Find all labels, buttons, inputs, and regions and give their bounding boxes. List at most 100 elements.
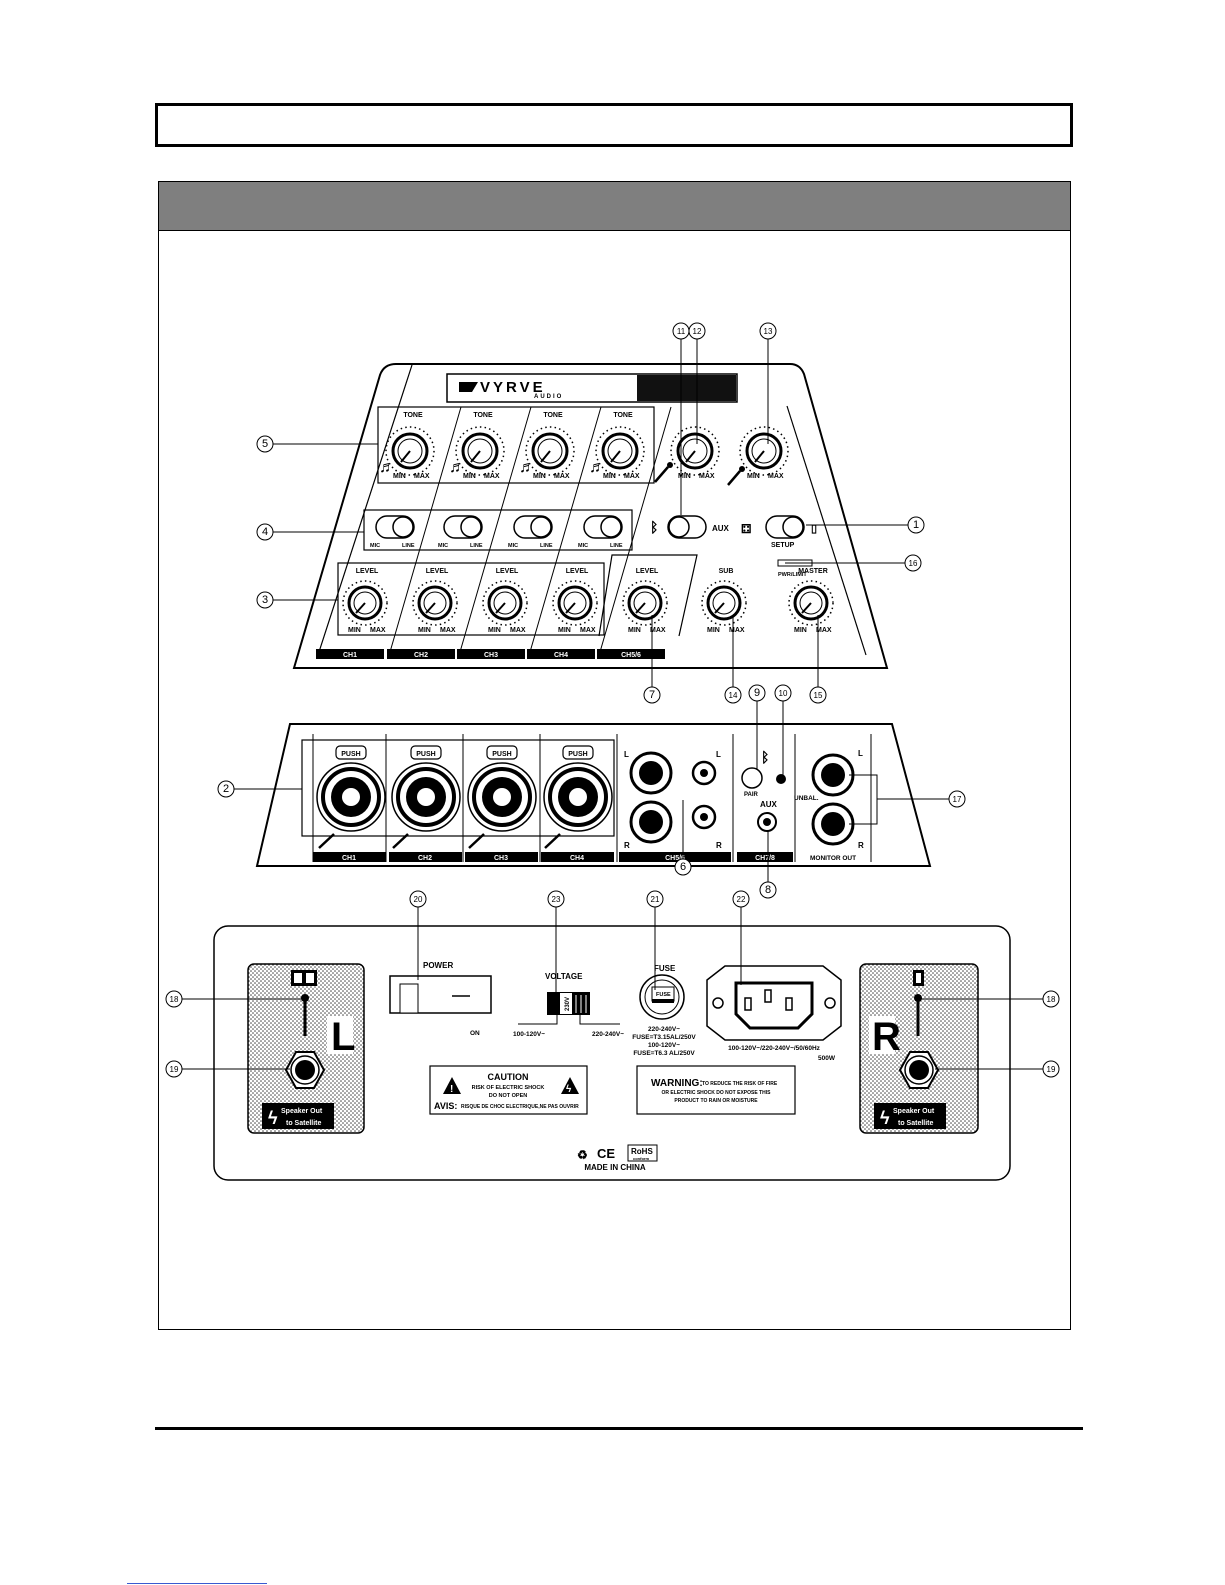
rca-input-r[interactable] [691, 804, 717, 830]
combo-input-ch3[interactable]: PUSH [467, 745, 537, 849]
svg-text:RISQUE DE CHOC ELECTRIQUE,NE P: RISQUE DE CHOC ELECTRIQUE,NE PAS OUVRIR [461, 1104, 579, 1110]
fuse-holder[interactable]: FUSE [639, 974, 685, 1020]
svg-text:100-120V~/220-240V~/50/60Hz: 100-120V~/220-240V~/50/60Hz [728, 1045, 821, 1052]
svg-text:MIN: MIN [393, 473, 406, 480]
svg-text:MIC: MIC [508, 543, 518, 549]
svg-text:8: 8 [765, 884, 771, 896]
callout-12 [688, 322, 706, 340]
svg-text:CH5/6: CH5/6 [665, 855, 685, 862]
callout-13 [759, 322, 777, 340]
tone-knob-ch1[interactable]: TONE MIN MAX ♬ [379, 412, 435, 480]
svg-text:PUSH: PUSH [568, 751, 587, 758]
bluetooth-icon: ᛒ [650, 519, 658, 535]
svg-text:ON: ON [470, 1030, 480, 1037]
svg-text:R: R [872, 1015, 901, 1059]
pwr-limit-label: PWR/LIMIT [778, 572, 807, 578]
svg-text:PAIR: PAIR [744, 792, 759, 798]
svg-text:MIN: MIN [558, 627, 571, 634]
svg-text:AVIS:: AVIS: [434, 1101, 457, 1111]
monitor-out-jack-l[interactable] [811, 753, 855, 797]
channel-labels-inputs: CH1 CH2 CH3 CH4 CH5/6 CH7/8 [313, 852, 793, 862]
svg-text:LEVEL: LEVEL [566, 568, 589, 575]
svg-text:100-120V~: 100-120V~ [648, 1042, 680, 1049]
callout-2 [217, 780, 235, 798]
level-knob-ch4[interactable]: LEVEL MIN MAX [552, 568, 598, 634]
combo-input-ch4[interactable]: PUSH [543, 745, 613, 849]
rca-input-l[interactable] [691, 760, 717, 786]
speaker-out-left: L ϟ Speaker Out to Satellite [247, 963, 365, 1134]
callout-1 [907, 516, 925, 534]
svg-text:10: 10 [779, 689, 788, 698]
callout-numbers: 1 2 3 4 5 6 7 8 9 10 11 12 13 14 15 16 1… [170, 327, 1056, 1074]
svg-text:CH3: CH3 [484, 652, 498, 659]
svg-text:18: 18 [1047, 995, 1056, 1004]
mic-line-switch-ch4[interactable]: MIC LINE [578, 515, 623, 549]
ac-power-inlet[interactable] [706, 965, 842, 1041]
svg-text:MIN: MIN [678, 473, 691, 480]
svg-text:MIC: MIC [578, 543, 588, 549]
svg-text:OR ELECTRIC SHOCK DO NOT EXPOS: OR ELECTRIC SHOCK DO NOT EXPOSE THIS [662, 1090, 772, 1096]
level-knob-ch3[interactable]: LEVEL MIN MAX [482, 568, 528, 634]
svg-text:LINE: LINE [402, 543, 415, 549]
ce-mark: CE [597, 1146, 615, 1161]
level-knob-ch2[interactable]: LEVEL MIN MAX [412, 568, 458, 634]
svg-text:CH2: CH2 [414, 652, 428, 659]
speakon-jack-right[interactable] [898, 1051, 940, 1089]
tone-knob-ch4[interactable]: TONE MIN MAX ♬ [589, 412, 645, 480]
svg-text:LINE: LINE [610, 543, 623, 549]
svg-text:MAX: MAX [816, 627, 832, 634]
svg-text:CH1: CH1 [342, 855, 356, 862]
callout-18-left [165, 990, 183, 1008]
setup-switch[interactable]: SETUP [765, 515, 805, 549]
mic-line-switch-ch2[interactable]: MIC LINE [438, 515, 483, 549]
aux-input-jack[interactable] [757, 812, 777, 832]
svg-text:12: 12 [693, 327, 702, 336]
svg-text:MIN: MIN [747, 473, 760, 480]
power-switch[interactable] [389, 975, 492, 1014]
svg-text:R: R [624, 841, 630, 850]
level-knob-ch1[interactable]: LEVEL MIN MAX [342, 568, 388, 634]
svg-text:TONE: TONE [473, 412, 493, 419]
svg-text:17: 17 [953, 795, 962, 804]
mic-line-switch-ch3[interactable]: MIC LINE [508, 515, 553, 549]
line-input-jack-r[interactable] [629, 800, 673, 844]
svg-text:PRODUCT TO RAIN OR MOISTURE: PRODUCT TO RAIN OR MOISTURE [674, 1098, 758, 1104]
combo-input-ch2[interactable]: PUSH [391, 745, 461, 849]
sub-knob[interactable]: SUB MIN MAX [701, 568, 747, 634]
svg-text:MIN: MIN [603, 473, 616, 480]
microphone-icon [318, 833, 335, 849]
level-knob-ch56[interactable]: LEVEL MIN MAX [622, 568, 668, 634]
callout-23 [547, 890, 565, 908]
bluetooth-pair-button[interactable]: PAIR [741, 767, 763, 798]
tone-knob-ch2[interactable]: TONE MIN MAX ♬ [449, 412, 505, 480]
mic-echo-knob[interactable]: MIN MAX [727, 426, 789, 486]
speaker-led [914, 994, 922, 1002]
figure-panel [158, 181, 1071, 1330]
svg-text:MIC: MIC [370, 543, 380, 549]
svg-text:TONE: TONE [403, 412, 423, 419]
svg-text:6: 6 [680, 861, 686, 873]
monitor-out-jack-r[interactable] [811, 802, 855, 846]
svg-text:RISK OF ELECTRIC SHOCK: RISK OF ELECTRIC SHOCK [472, 1085, 545, 1091]
svg-text:Speaker Out: Speaker Out [893, 1108, 935, 1115]
combo-input-ch1[interactable]: PUSH [316, 745, 386, 849]
mic-tone-knob[interactable]: MIN MAX [654, 426, 720, 483]
model-plate [637, 375, 736, 401]
voltage-selector[interactable]: 230V [547, 992, 590, 1015]
svg-text:FUSE: FUSE [654, 964, 676, 973]
tone-knob-ch3[interactable]: TONE MIN MAX ♬ [519, 412, 575, 480]
svg-text:AUX: AUX [712, 524, 730, 533]
speakon-jack-left[interactable] [284, 1051, 326, 1089]
line-input-jack-l[interactable] [629, 751, 673, 795]
master-knob[interactable]: MASTER MIN MAX [788, 568, 834, 634]
svg-text:16: 16 [909, 559, 918, 568]
channel-labels-top: CH1 CH2 CH3 CH4 CH5/6 [316, 649, 665, 659]
mic-line-switch-ch1[interactable]: MIC LINE [370, 515, 415, 549]
svg-text:DO NOT OPEN: DO NOT OPEN [489, 1093, 528, 1099]
svg-text:FUSE: FUSE [656, 992, 671, 998]
svg-text:SETUP: SETUP [771, 542, 795, 549]
bluetooth-aux-switch[interactable]: AUX [667, 515, 730, 539]
svg-text:POWER: POWER [423, 961, 453, 970]
callout-16 [904, 554, 922, 572]
speaker-out-right: R ϟ Speaker Out to Satellite [859, 963, 979, 1134]
